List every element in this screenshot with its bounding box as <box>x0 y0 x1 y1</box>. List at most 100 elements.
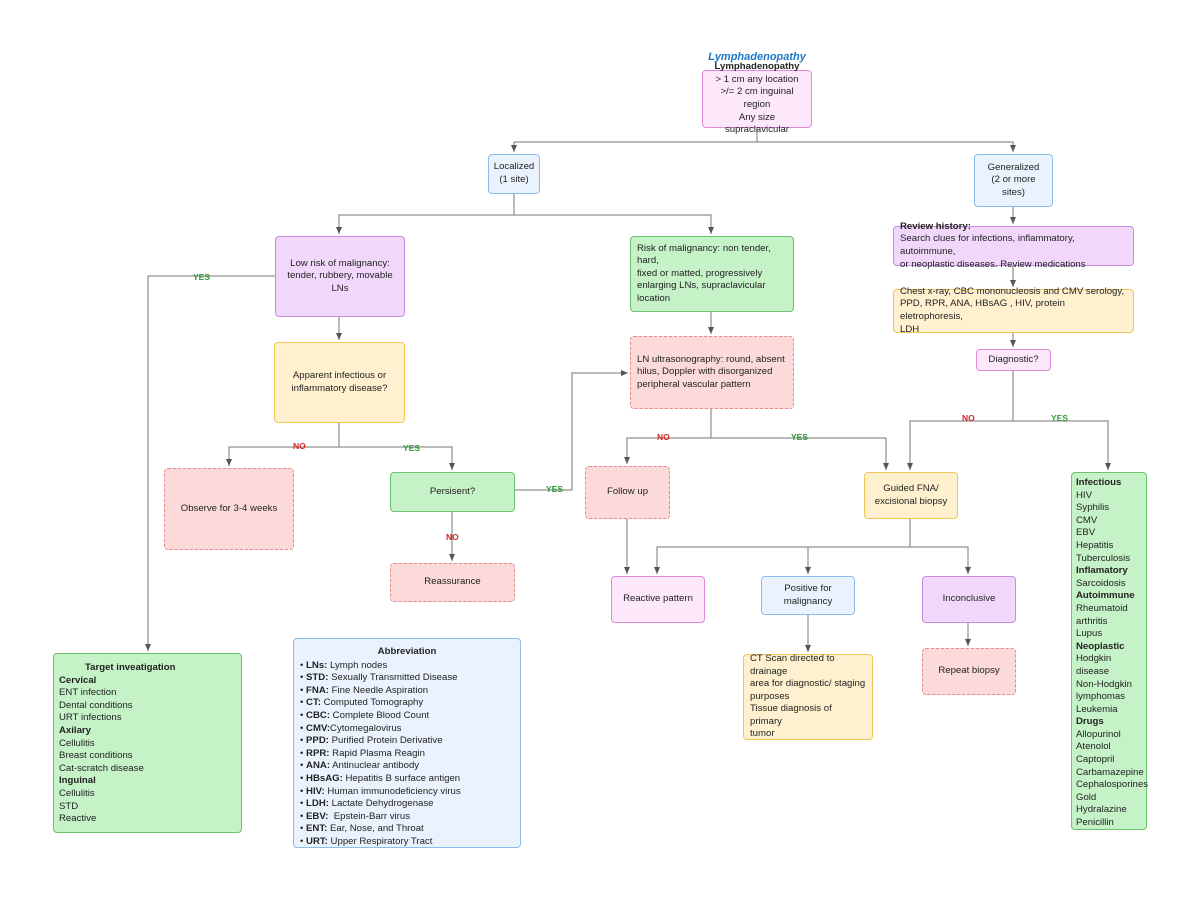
high-risk-line: location <box>637 292 671 304</box>
causes-item: Atenolol <box>1076 741 1111 753</box>
high-risk-line: Risk of malignancy: non tender, hard, <box>637 242 771 267</box>
node-inconclusive: Inconclusive <box>922 576 1016 623</box>
target-item: Breast conditions <box>59 750 133 762</box>
bullet-icon: • <box>300 684 307 696</box>
node-abbreviation: Abbreviation • LNs: Lymph nodes• STD: Se… <box>293 638 521 848</box>
edge-fna-inconclusive <box>910 546 971 574</box>
causes-item: arthritis <box>1076 615 1108 627</box>
abbreviation-definition: Antinuclear antibody <box>330 760 420 772</box>
node-guided-fna: Guided FNA/ excisional biopsy <box>864 472 958 519</box>
causes-item: Cephalosporines <box>1076 779 1148 791</box>
abbreviation-term: LDH: <box>306 798 329 810</box>
bullet-icon: • <box>300 659 307 671</box>
low-risk-line: tender, rubbery, movable LNs <box>287 270 393 294</box>
bullet-icon: • <box>300 785 307 797</box>
edge-us-followup <box>624 409 712 464</box>
review-line: Search clues for infections, inflammator… <box>900 233 1075 257</box>
label-us-no: NO <box>657 432 670 442</box>
label-infectious-yes: YES <box>403 443 421 453</box>
bullet-icon: • <box>300 835 307 847</box>
infectious-line: Apparent infectious or <box>292 369 387 381</box>
abbreviation-term: RPR: <box>306 747 330 759</box>
abbreviation-item: • FNA: Fine Needle Aspiration <box>300 685 514 698</box>
abbreviation-item: • HBsAG: Hepatitis B surface antigen <box>300 773 514 786</box>
causes-item: lymphomas <box>1076 691 1126 703</box>
causes-item: Penicillin <box>1076 817 1114 829</box>
target-item: ENT infection <box>59 687 117 699</box>
ct-line: CT Scan directed to drainage <box>750 652 835 677</box>
low-risk-line: Low risk of malignancy: <box>290 257 390 269</box>
ct-line: Tissue diagnosis of primary <box>750 703 832 727</box>
abbreviation-term: STD: <box>306 672 329 684</box>
causes-item: disease <box>1076 665 1110 677</box>
bullet-icon: • <box>300 823 307 835</box>
causes-group-name: Inflamatory <box>1076 565 1128 577</box>
high-risk-line: enlarging LNs, supraclavicular <box>637 280 766 292</box>
target-item: Dental conditions <box>59 699 133 711</box>
causes-item: Rheumatoid <box>1076 602 1128 614</box>
node-low-risk: Low risk of malignancy: tender, rubbery,… <box>275 236 405 317</box>
localized-line: Localized <box>493 161 535 173</box>
node-positive-malignancy: Positive for malignancy <box>761 576 855 615</box>
abbreviation-term: PPD: <box>306 735 329 747</box>
abbreviation-term: CMV: <box>306 722 331 734</box>
causes-item: Syphilis <box>1076 502 1110 514</box>
causes-group-name: Infectious <box>1076 477 1122 488</box>
us-line: LN ultrasonography: round, absent <box>637 353 785 365</box>
bullet-icon: • <box>300 747 307 759</box>
abbreviation-item: • EBV: Epstein-Barr virus <box>300 811 514 824</box>
bullet-icon: • <box>300 798 307 810</box>
abbreviation-term: FNA: <box>306 684 329 696</box>
us-line: peripheral vascular pattern <box>637 378 751 390</box>
abbreviation-item: • LNs: Lymph nodes <box>300 660 514 673</box>
bullet-icon: • <box>300 772 307 784</box>
target-title: Target inveatigation <box>85 662 176 673</box>
causes-item: Lupus <box>1076 628 1103 640</box>
ct-line: purposes <box>750 690 790 702</box>
target-item: Reactive <box>59 813 97 825</box>
root-line: >/= 2 cm inguinal region <box>720 86 794 110</box>
high-risk-line: fixed or matted, progressively <box>637 267 763 279</box>
root-line: > 1 cm any location <box>715 73 799 85</box>
abbreviation-definition: Computed Tomography <box>320 697 424 709</box>
causes-item: Carbamazepine <box>1076 766 1144 778</box>
target-group-name: Cervical <box>59 674 97 686</box>
abbreviation-definition: Rapid Plasma Reagin <box>329 747 425 759</box>
us-line: hilus, Doppler with disorganized <box>637 366 773 378</box>
abbreviation-definition: Sexually Transmitted Disease <box>328 672 458 684</box>
root-heading: Lymphadenopathy <box>714 61 800 73</box>
edge-lowrisk-target <box>145 275 275 651</box>
causes-group-name: Neoplastic <box>1076 640 1125 652</box>
label-diagnostic-yes: YES <box>1051 413 1069 423</box>
abbreviation-term: CT: <box>306 697 321 709</box>
bullet-icon: • <box>300 722 307 734</box>
target-item: STD <box>59 800 79 812</box>
abbreviation-term: URT: <box>306 835 328 847</box>
edge-root-localized <box>511 128 758 152</box>
abbreviation-item: • PPD: Purified Protein Derivative <box>300 735 514 748</box>
node-review-history: Review history: Search clues for infecti… <box>893 221 1134 270</box>
abbreviation-term: LNs: <box>306 659 328 671</box>
bullet-icon: • <box>300 697 307 709</box>
node-apparent-infectious: Apparent infectious or inflammatory dise… <box>274 342 405 423</box>
node-ct-scan: CT Scan directed to drainage area for di… <box>743 652 873 740</box>
causes-item: Leukemia <box>1076 703 1118 715</box>
label-diagnostic-no: NO <box>962 413 975 423</box>
diagnostic-line: Diagnostic? <box>988 353 1039 365</box>
node-tests: Chest x-ray, CBC mononucleosis and CMV s… <box>893 286 1134 335</box>
edge-root-generalized <box>757 141 1016 152</box>
label-infectious-no: NO <box>293 441 306 451</box>
causes-group-name: Drugs <box>1076 716 1104 728</box>
causes-item: Allopurinol <box>1076 728 1121 740</box>
abbreviation-term: ANA: <box>306 760 331 772</box>
target-group-name: Axilary <box>59 724 91 736</box>
abbreviation-definition: Lymph nodes <box>327 659 388 671</box>
causes-item: Hepatitis <box>1076 539 1114 551</box>
bullet-icon: • <box>300 735 307 747</box>
causes-item: Non-Hodgkin <box>1076 678 1132 690</box>
causes-item: Captopril <box>1076 754 1115 766</box>
node-generalized: Generalized (2 or more sites) <box>974 154 1053 207</box>
abbreviation-definition: Lactate Dehydrogenase <box>328 798 434 810</box>
causes-item: Hodgkin <box>1076 653 1112 665</box>
